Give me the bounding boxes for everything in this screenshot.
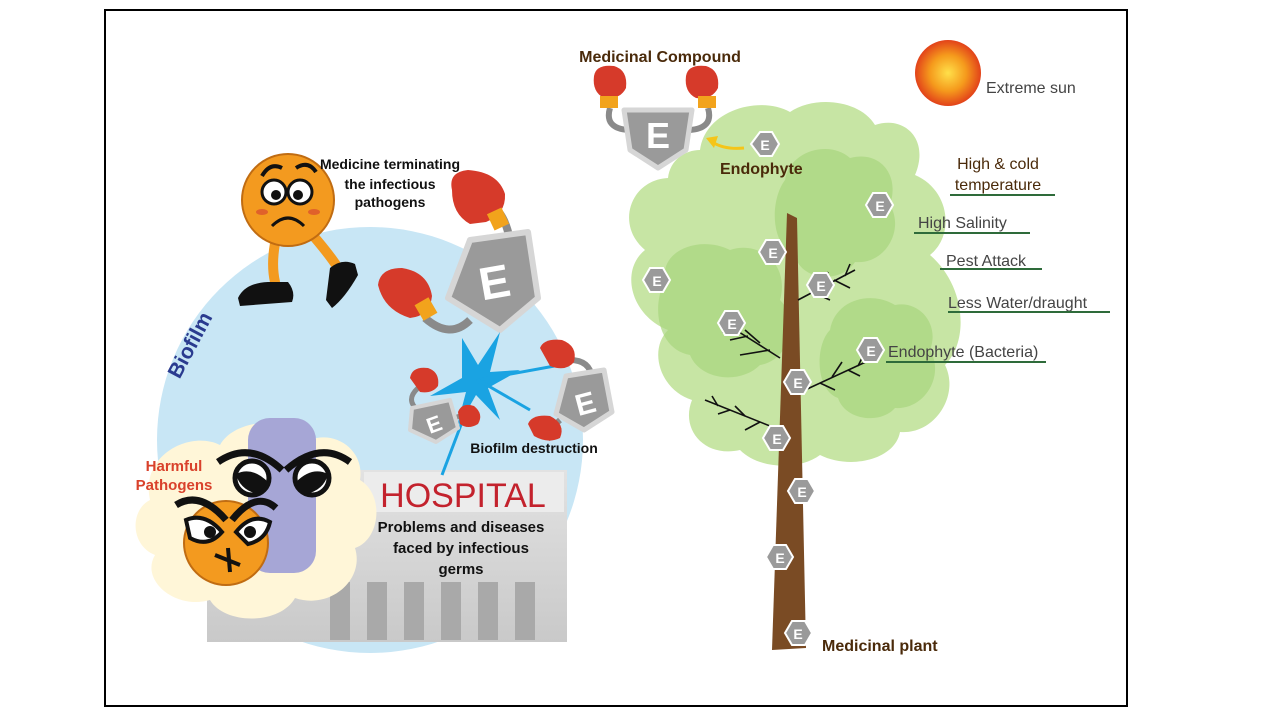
pathogen-cloud bbox=[135, 418, 377, 619]
fighter-badge-medium-right: E bbox=[528, 339, 615, 442]
svg-text:E: E bbox=[727, 316, 736, 332]
svg-text:E: E bbox=[816, 278, 825, 294]
tree-branches bbox=[704, 263, 871, 431]
svg-text:E: E bbox=[775, 550, 784, 566]
svg-text:E: E bbox=[768, 245, 777, 261]
medicinal-compound-badge: E bbox=[593, 65, 719, 171]
endophyte-hex: E bbox=[805, 272, 836, 298]
medicine-label-line1: Medicine terminating bbox=[320, 156, 460, 172]
high-salinity-label: High Salinity bbox=[918, 215, 1007, 232]
endophyte-hex: E bbox=[783, 620, 814, 646]
endophyte-hex: E bbox=[786, 478, 817, 504]
svg-text:E: E bbox=[797, 484, 806, 500]
endophyte-hex: E bbox=[757, 239, 788, 265]
fighter-badge-small-left: E bbox=[408, 367, 481, 444]
tree-trunk bbox=[772, 213, 806, 650]
endophyte-hex: E bbox=[764, 544, 795, 570]
endophyte-bacteria-label: Endophyte (Bacteria) bbox=[888, 344, 1038, 361]
endophyte-hex: E bbox=[761, 425, 792, 451]
less-water-label: Less Water/draught bbox=[948, 295, 1088, 312]
medicine-label-line3: pathogens bbox=[355, 194, 426, 210]
svg-text:E: E bbox=[875, 198, 884, 214]
endophyte-hex: E bbox=[716, 310, 747, 336]
svg-text:E: E bbox=[760, 137, 769, 153]
medicine-label-line2: the infectious bbox=[344, 176, 435, 192]
harmful-pathogens-line1: Harmful bbox=[146, 458, 203, 475]
endophyte-hex: E bbox=[782, 369, 813, 395]
hospital-label: HOSPITAL bbox=[380, 477, 546, 515]
svg-text:E: E bbox=[772, 431, 781, 447]
endophyte-hex: E bbox=[864, 192, 895, 218]
biofilm-burst bbox=[430, 332, 561, 476]
high-cold-label-line2: temperature bbox=[955, 177, 1041, 194]
problems-label-line3: germs bbox=[438, 561, 483, 578]
sun-icon bbox=[915, 40, 981, 106]
problems-label-line2: faced by infectious bbox=[393, 540, 529, 557]
scared-pathogen bbox=[238, 153, 358, 308]
svg-text:E: E bbox=[652, 273, 661, 289]
svg-text:E: E bbox=[866, 343, 875, 359]
medicinal-plant-label: Medicinal plant bbox=[822, 638, 938, 655]
endophyte-badges: E E E E E E E E bbox=[641, 131, 895, 646]
high-cold-label-line1: High & cold bbox=[957, 156, 1039, 173]
harmful-pathogens-line2: Pathogens bbox=[136, 477, 213, 494]
svg-text:E: E bbox=[793, 375, 802, 391]
fighter-badge-large: E bbox=[378, 170, 541, 334]
endophyte-hex: E bbox=[749, 131, 781, 157]
endophyte-hex: E bbox=[641, 267, 672, 293]
medicinal-compound-label: Medicinal Compound bbox=[579, 49, 741, 66]
badge-letter-compound: E bbox=[646, 115, 670, 156]
purple-germ-eyes bbox=[216, 449, 353, 498]
orange-germ-eyes bbox=[174, 496, 279, 573]
extreme-sun-label: Extreme sun bbox=[986, 80, 1076, 97]
endophyte-label: Endophyte bbox=[720, 161, 803, 178]
arrow-icon bbox=[706, 136, 745, 150]
biofilm-destruction-label: Biofilm destruction bbox=[470, 440, 598, 456]
endophyte-hex: E bbox=[855, 337, 886, 363]
svg-text:E: E bbox=[793, 626, 802, 642]
problems-label-line1: Problems and diseases bbox=[378, 519, 545, 536]
pest-attack-label: Pest Attack bbox=[946, 253, 1027, 270]
